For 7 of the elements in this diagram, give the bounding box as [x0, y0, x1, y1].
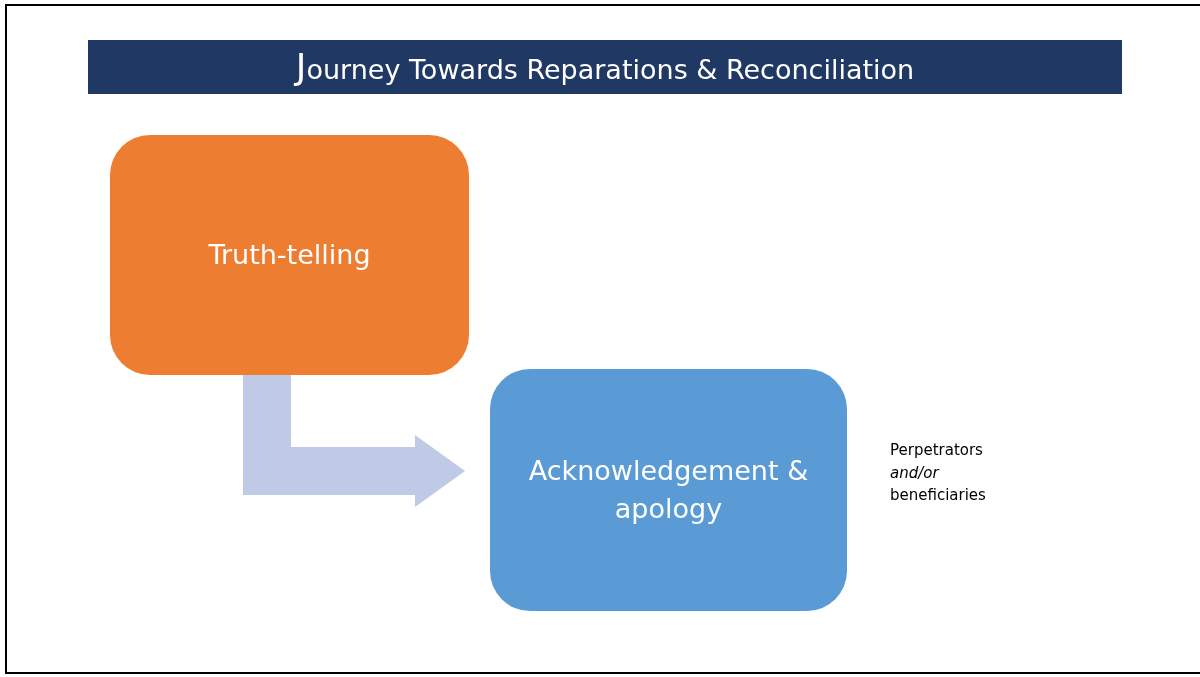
process-box — [490, 369, 847, 611]
side-note: Perpetrators and/or beneficiaries — [890, 440, 987, 506]
title-banner: Journey Towards Reparations & Reconciliation — [88, 40, 1122, 94]
process-box — [110, 135, 469, 375]
bent-arrow — [243, 375, 465, 507]
box-label: Acknowledgement & apology — [527, 454, 810, 526]
box-label: Truth-telling — [208, 238, 371, 273]
